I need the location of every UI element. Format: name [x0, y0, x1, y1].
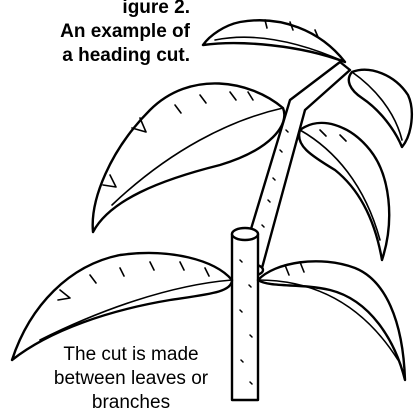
leaf-right-middle [299, 123, 389, 260]
cut-note: The cut is made between leaves or branch… [26, 343, 236, 415]
leaf-upper-right [349, 70, 412, 147]
cut-note-line-2: between leaves or branches [26, 367, 236, 415]
leaf-lower-right [258, 261, 405, 380]
leaf-top [203, 20, 345, 62]
cut-note-line-1: The cut is made [26, 343, 236, 367]
